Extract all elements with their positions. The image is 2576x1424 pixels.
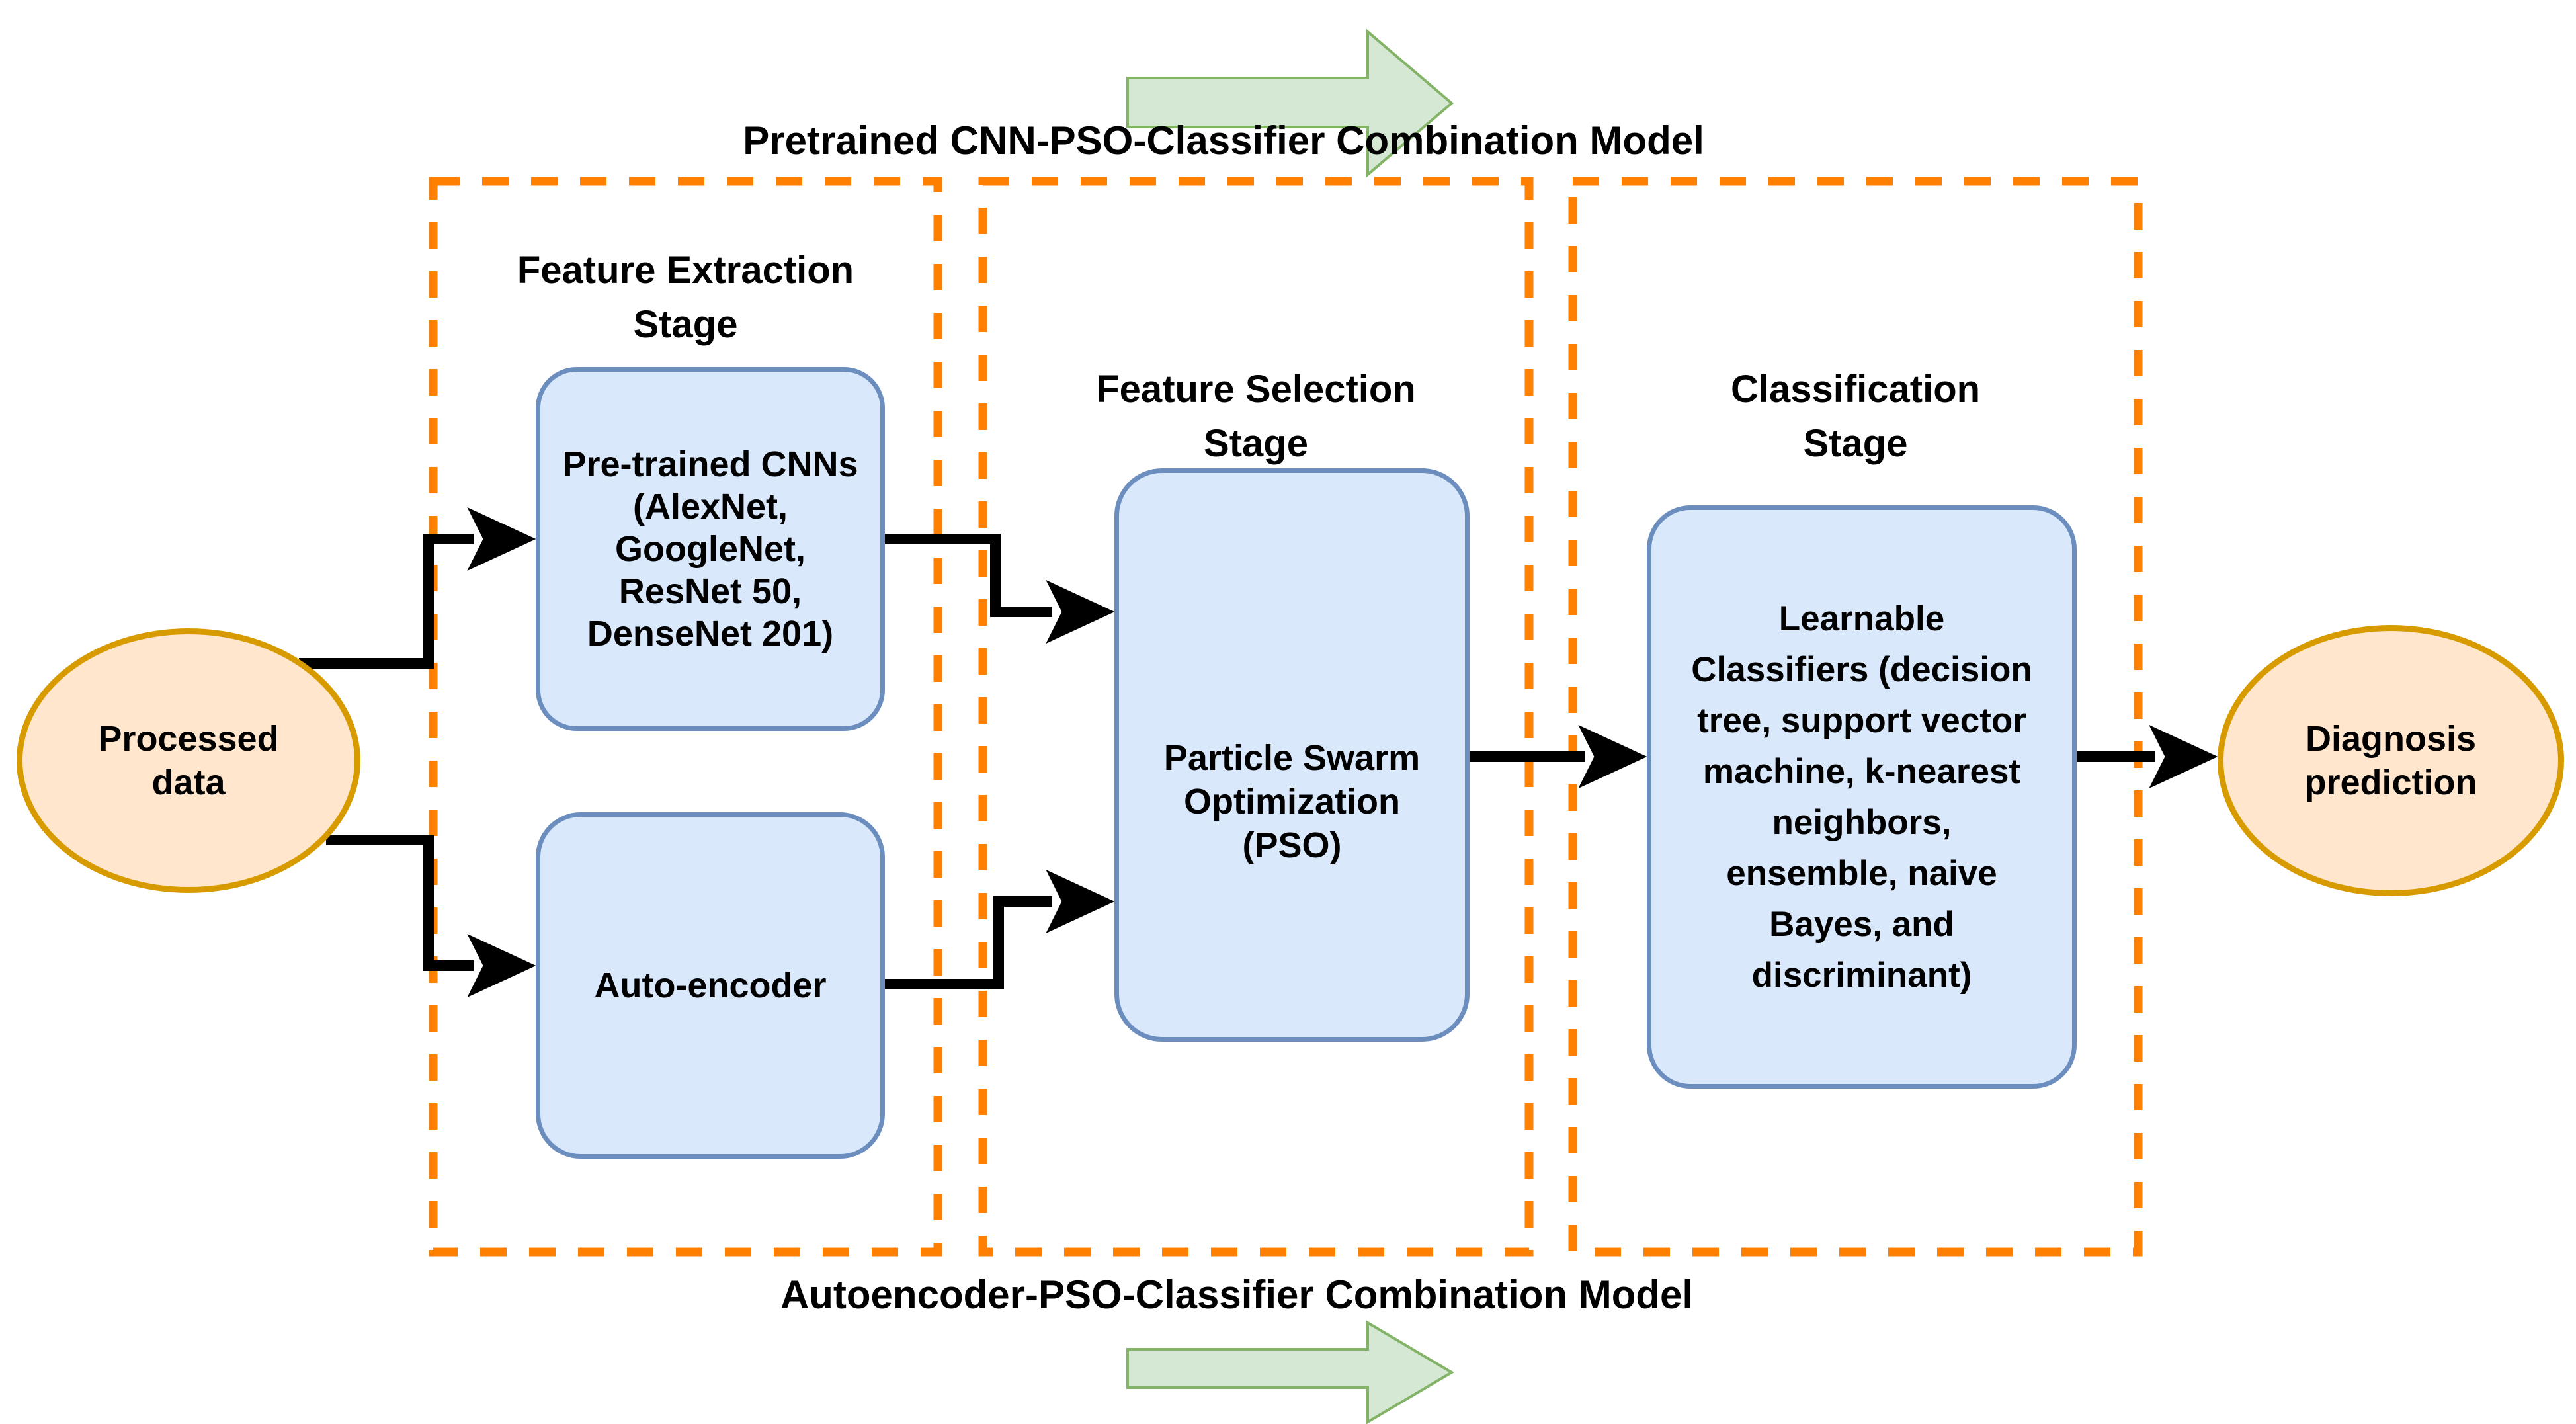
stage-title-line: Feature Selection	[1096, 368, 1416, 411]
stage-title-feature-selection: Feature Selection Stage	[983, 362, 1529, 471]
stage-title-line: Stage	[1204, 422, 1308, 465]
top-flow-arrow-icon	[1126, 28, 1454, 178]
node-text-line: discriminant)	[1751, 956, 1972, 995]
feature-extraction-boundary	[429, 177, 942, 1257]
node-learnable-classifiers: Learnable Classifiers (decision tree, su…	[1647, 505, 2077, 1089]
stage-title-line: Stage	[1803, 422, 1908, 465]
node-autoencoder: Auto-encoder	[536, 812, 885, 1159]
node-pso: Particle Swarm Optimization (PSO)	[1114, 468, 1470, 1042]
node-text-line: GoogleNet,	[614, 529, 806, 569]
node-text-line: Classifiers (decision	[1691, 650, 2032, 689]
terminal-processed-data: Processed data	[17, 628, 360, 893]
node-text-line: Optimization	[1184, 781, 1400, 821]
top-model-title: Pretrained CNN-PSO-Classifier Combinatio…	[743, 118, 1704, 163]
node-text-line: ensemble, naive	[1726, 854, 1997, 893]
stage-title-line: Feature Extraction	[517, 249, 854, 292]
terminal-diagnosis-prediction: Diagnosis prediction	[2218, 625, 2564, 896]
connector-cnn-to-pso	[885, 534, 1115, 644]
node-text-line: neighbors,	[1772, 803, 1952, 842]
bottom-flow-arrow-icon	[1126, 1320, 1454, 1424]
bottom-model-title: Autoencoder-PSO-Classifier Combination M…	[780, 1273, 1694, 1317]
stage-title-classification: Classification Stage	[1573, 362, 2138, 471]
node-text-line: (PSO)	[1242, 825, 1342, 865]
node-text-line: DenseNet 201)	[587, 614, 834, 653]
stage-title-line: Stage	[633, 303, 738, 346]
stage-title-line: Classification	[1730, 368, 1981, 411]
terminal-text-line: data	[151, 763, 226, 802]
node-text-line: Learnable	[1778, 599, 1945, 638]
connector-processed-to-cnn	[299, 507, 536, 669]
node-text-line: tree, support vector	[1697, 701, 2026, 740]
node-text-line: machine, k-nearest	[1702, 752, 2021, 791]
node-text-line: Pre-trained CNNs	[562, 444, 858, 484]
connector-processed-to-autoencoder	[326, 835, 536, 997]
terminal-text-line: Diagnosis	[2305, 719, 2477, 759]
classification-boundary	[1568, 177, 2143, 1257]
terminal-text-line: Processed	[98, 719, 279, 759]
node-text-line: Bayes, and	[1769, 905, 1954, 944]
node-text-line: Particle Swarm	[1163, 737, 1421, 778]
feature-selection-boundary	[978, 177, 1534, 1257]
node-text-line: (AlexNet,	[632, 487, 788, 526]
node-text-line: Auto-encoder	[594, 966, 827, 1005]
node-text-line: ResNet 50,	[618, 571, 802, 611]
node-pretrained-cnns: Pre-trained CNNs (AlexNet, GoogleNet, Re…	[536, 367, 885, 731]
connector-autoencoder-to-pso	[885, 870, 1115, 989]
terminal-text-line: prediction	[2304, 763, 2477, 802]
stage-title-feature-extraction: Feature Extraction Stage	[433, 243, 938, 352]
